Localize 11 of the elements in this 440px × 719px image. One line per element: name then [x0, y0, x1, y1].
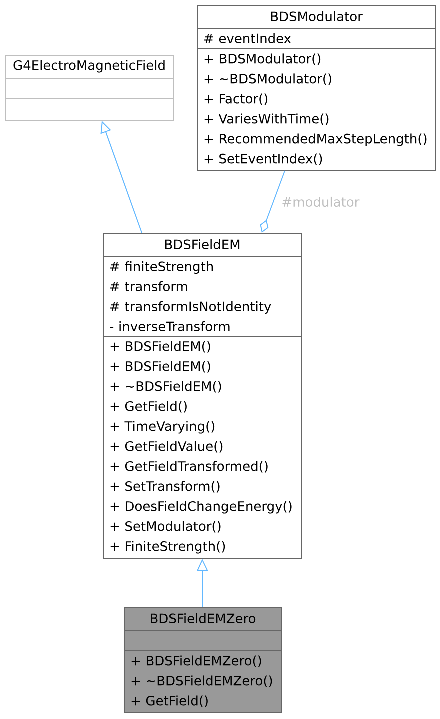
edge-label: #modulator	[280, 196, 361, 208]
empty-compartment	[124, 630, 282, 651]
empty-compartment	[5, 98, 174, 121]
attribute-list: # finiteStrength # transform # transformIsNotIdentity - inverseTransform	[103, 256, 302, 337]
method-list: + BDSFieldEMZero() + ~BDSFieldEMZero() + GetField()	[124, 650, 282, 713]
aggregation-line	[260, 170, 286, 233]
method-list: + BDSModulator() + ~BDSModulator() + Factor() + VariesWithTime() + RecommendedMaxStepLength() + SetEventIndex()	[197, 48, 436, 171]
method-list: + BDSFieldEM() + BDSFieldEM() + ~BDSFieldEM() + GetField() + TimeVarying() + GetFieldValue() + GetFieldTransformed() + SetTransform() + DoesFieldChangeEnergy() + SetModulator() + FiniteStrength()	[103, 336, 302, 559]
attribute-list: # eventIndex	[197, 28, 436, 49]
empty-compartment	[5, 78, 174, 99]
class-box: G4ElectroMagneticField	[5, 55, 174, 121]
